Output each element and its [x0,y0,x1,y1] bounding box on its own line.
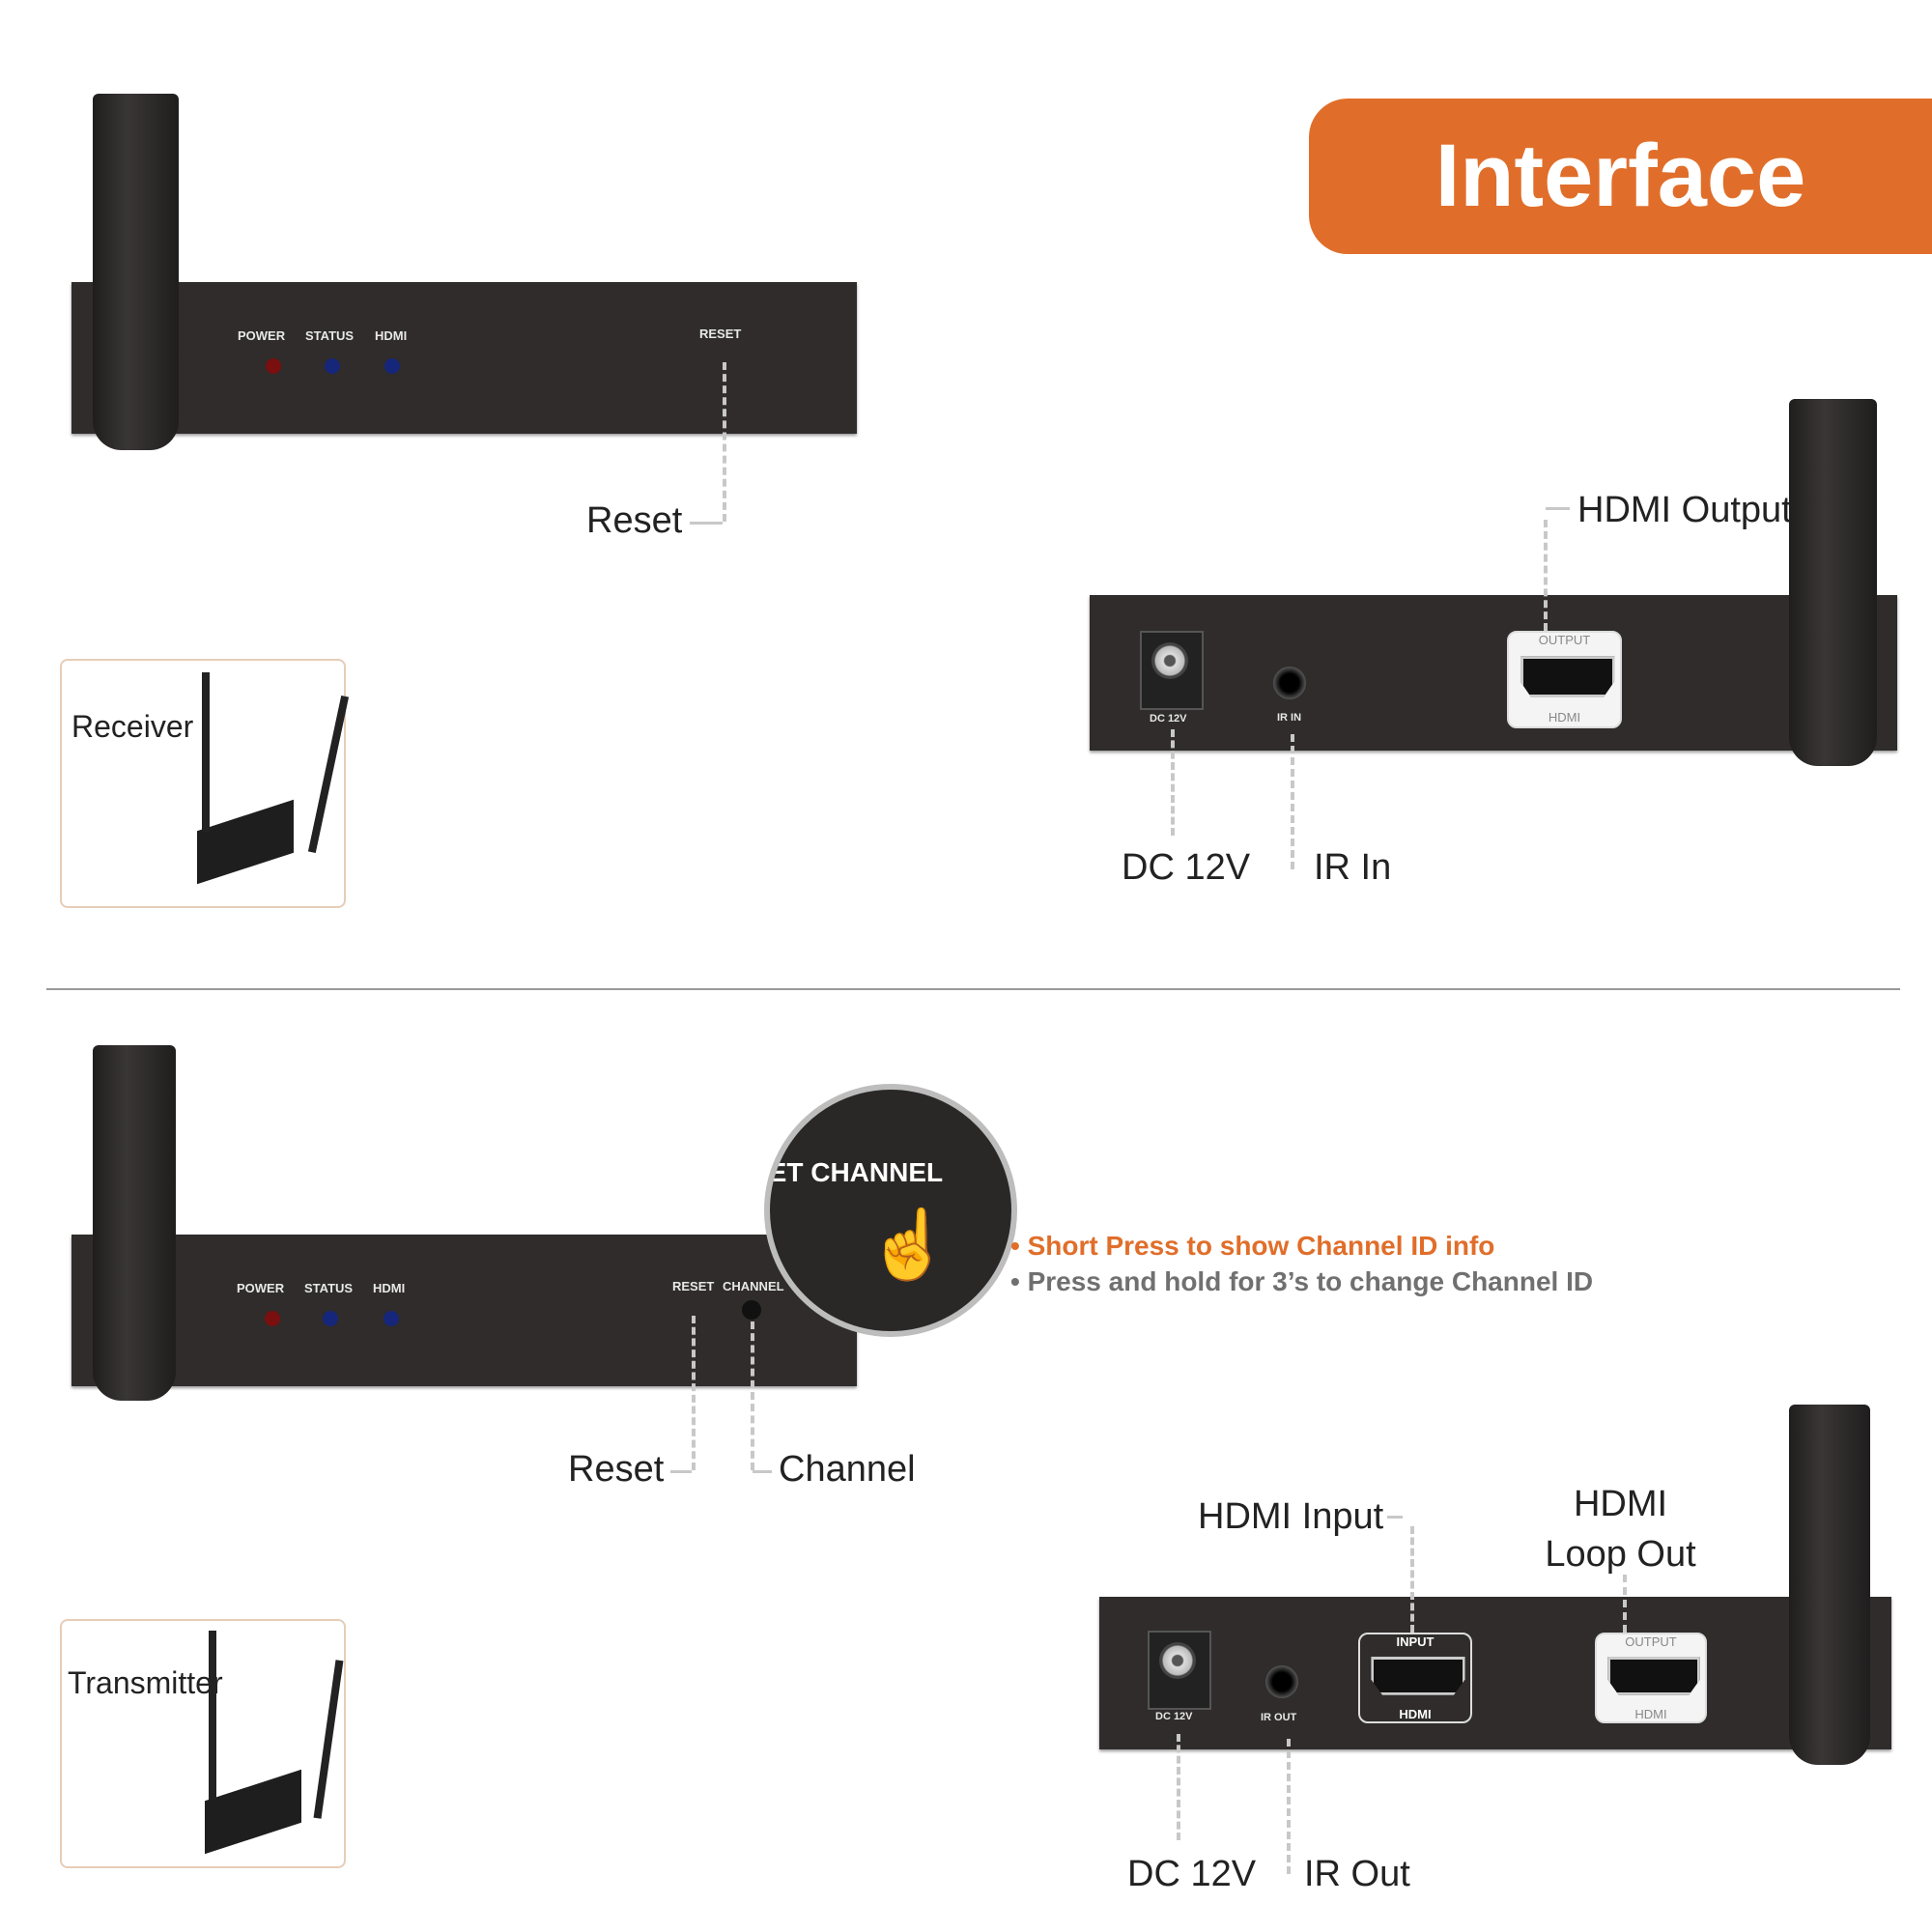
title-banner [1309,99,1932,254]
hdmi-input-port-bottom: HDMI [1399,1707,1432,1721]
power-led-icon [265,1311,280,1326]
transmitter-device-antenna [313,1660,344,1819]
transmitter-rear-panel [1099,1597,1891,1749]
channel-zoom-circle: SET CHANNEL ☝ [764,1084,1017,1337]
ir-panel-label: IR OUT [1261,1712,1297,1723]
press-hold-note: • Press and hold for 3’s to change Chann… [1010,1266,1594,1296]
ir-in-callout: IR In [1314,847,1392,888]
status-led-icon [323,1311,338,1326]
dc-jack-icon [1148,1631,1211,1710]
led-label-hdmi: HDMI [373,1281,406,1295]
receiver-rear-panel [1090,595,1897,751]
reset-panel-label: RESET [672,1279,715,1293]
hdmi-led-icon [384,1311,399,1326]
dc-panel-label: DC 12V [1155,1711,1193,1722]
dc-leader [1177,1734,1180,1840]
ir-leader [1287,1739,1291,1874]
hdmi-input-leader-tick [1387,1516,1403,1519]
led-label-power: POWER [238,328,286,343]
dc-callout: DC 12V [1122,847,1251,888]
hdmi-loop-out-port-icon: OUTPUT HDMI [1595,1633,1707,1723]
page-title: Interface [1435,127,1806,225]
receiver-device-image [197,799,294,885]
hdmi-loop-leader [1623,1575,1627,1633]
led-label-power: POWER [237,1281,285,1295]
led-label-status: STATUS [304,1281,354,1295]
channel-leader [751,1321,754,1470]
transmitter-thumbnail: Transmitter [60,1619,346,1868]
receiver-device-antenna [202,672,210,832]
receiver-front-panel [71,282,857,434]
transmitter-device-image [205,1769,301,1855]
reset-leader-tick [690,522,723,525]
channel-panel-label: CHANNEL [723,1279,784,1293]
power-led-icon [266,358,281,374]
receiver-rear-antenna-icon [1789,399,1877,766]
receiver-thumbnail-label: Receiver [71,709,194,744]
ir-leader [1291,734,1294,869]
reset-panel-label: RESET [699,327,742,341]
short-press-note: • Short Press to show Channel ID info [1010,1231,1495,1261]
transmitter-thumbnail-label: Transmitter [68,1665,223,1700]
hdmi-input-port-icon: INPUT HDMI [1358,1633,1472,1723]
transmitter-antenna-icon [93,1045,176,1401]
hdmi-loop-port-top: OUTPUT [1625,1634,1677,1649]
hdmi-led-icon [384,358,400,374]
hdmi-output-leader-tick [1546,507,1570,510]
hdmi-output-port-icon: OUTPUT HDMI [1507,631,1622,728]
dc-leader [1171,729,1175,836]
hdmi-input-leader [1410,1526,1414,1633]
ir-out-callout: IR Out [1304,1854,1410,1894]
hdmi-output-port-top: OUTPUT [1538,633,1591,647]
press-hand-icon: ☝ [867,1207,952,1282]
hdmi-output-callout: HDMI Output [1577,490,1792,530]
dc-panel-label: DC 12V [1150,713,1187,724]
zoom-set-channel-text: SET CHANNEL [764,1157,944,1187]
hdmi-loop-port-bottom: HDMI [1634,1707,1667,1721]
reset-leader-line [723,362,726,522]
transmitter-device-antenna [209,1631,216,1800]
dc-callout: DC 12V [1127,1854,1257,1894]
receiver-antenna-icon [93,94,179,450]
hdmi-output-leader [1544,520,1548,631]
receiver-thumbnail: Receiver [60,659,350,908]
receiver-device-antenna [307,695,350,854]
reset-leader-tick [670,1470,692,1473]
channel-button[interactable] [742,1300,761,1320]
reset-callout: Reset [568,1449,665,1490]
ir-in-port-icon [1273,667,1306,699]
transmitter-rear-antenna-icon [1789,1405,1870,1765]
status-led-icon [325,358,340,374]
ir-out-port-icon [1265,1665,1298,1698]
hdmi-output-port-bottom: HDMI [1548,710,1581,724]
hdmi-loop-out-callout: HDMI Loop Out [1545,1484,1696,1575]
led-label-hdmi: HDMI [375,328,408,343]
section-divider [46,988,1900,990]
channel-leader-tick [753,1470,772,1473]
hdmi-input-callout: HDMI Input [1198,1496,1384,1537]
ir-panel-label: IR IN [1277,712,1302,724]
led-label-status: STATUS [305,328,355,343]
reset-leader [692,1316,696,1470]
hdmi-input-port-top: INPUT [1396,1634,1435,1649]
dc-jack-icon [1140,631,1204,710]
transmitter-front-panel [71,1235,857,1386]
reset-callout: Reset [586,500,683,541]
channel-callout: Channel [779,1449,916,1490]
